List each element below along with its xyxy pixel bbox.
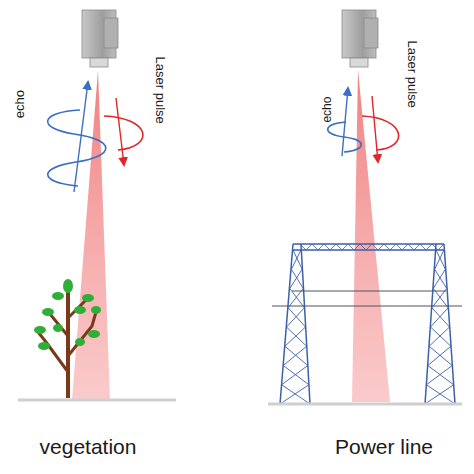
tower-brace — [287, 308, 306, 327]
tower-brace — [280, 385, 310, 404]
laser-pulse-label: Laser pulse — [405, 40, 419, 107]
tower-brace — [426, 366, 453, 385]
power-line-towers — [280, 244, 455, 404]
echo-wave — [48, 82, 106, 192]
tower-brace — [433, 269, 447, 288]
tower-brace — [282, 366, 309, 385]
echo-label: echo — [321, 97, 334, 123]
power-line-wires — [272, 291, 462, 306]
tower-brace — [431, 308, 450, 327]
tower-brace — [425, 385, 455, 404]
laser-pulse-label: Laser pulse — [153, 56, 167, 123]
crossbar-brace — [420, 244, 432, 250]
crossbar-brace — [408, 244, 420, 250]
tower-brace — [428, 346, 453, 365]
crossbar-brace — [324, 244, 336, 250]
panel-caption: Power line — [335, 435, 433, 458]
laser-pulse-wave — [104, 98, 143, 165]
crossbar-brace — [396, 244, 408, 250]
ground — [18, 399, 176, 402]
tower-brace — [291, 250, 302, 269]
tower-brace — [290, 269, 304, 288]
laser-beam — [72, 70, 110, 400]
crossbar-brace — [432, 244, 444, 250]
crossbar-brace — [312, 244, 324, 250]
lidar-sensor — [342, 10, 378, 67]
crossbar-brace — [360, 244, 372, 250]
tower-brace — [435, 250, 446, 269]
tower-brace — [285, 327, 307, 346]
tower-brace — [283, 346, 308, 365]
crossbar-brace — [300, 244, 312, 250]
tree — [34, 279, 101, 398]
panel-caption: vegetation — [40, 435, 137, 458]
crossbar-brace — [336, 244, 348, 250]
crossbar-brace — [348, 244, 360, 250]
laser-pulse-wave — [362, 96, 399, 162]
ground — [268, 403, 462, 406]
crossbar-brace — [372, 244, 384, 250]
crossbar-brace — [384, 244, 396, 250]
lidar-sensor — [82, 10, 118, 67]
echo-label: echo — [13, 90, 27, 118]
tower-brace — [429, 327, 451, 346]
